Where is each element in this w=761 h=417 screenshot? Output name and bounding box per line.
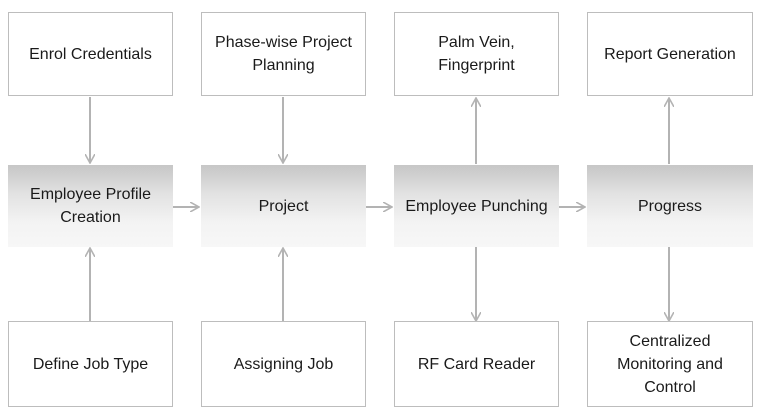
box-label: RF Card Reader: [417, 355, 536, 373]
box-label: Enrol Credentials: [29, 45, 152, 63]
box-project: Project: [201, 165, 366, 247]
box-employee-punching: Employee Punching: [394, 165, 559, 247]
box-label: Project: [258, 197, 309, 215]
box-label: Assigning Job: [233, 355, 334, 373]
box-palm-vein-fingerprint: Palm Vein,Fingerprint: [394, 12, 559, 96]
box-label: Report Generation: [604, 45, 736, 63]
box-progress: Progress: [587, 165, 753, 247]
box-define-job-type: Define Job Type: [8, 321, 173, 407]
box-enrol-credentials: Enrol Credentials: [8, 12, 173, 96]
box-label: Define Job Type: [32, 355, 149, 373]
box-label: Progress: [637, 197, 703, 215]
box-rf-card-reader: RF Card Reader: [394, 321, 559, 407]
box-label: Employee Punching: [405, 197, 548, 215]
box-report-generation: Report Generation: [587, 12, 753, 96]
box-assigning-job: Assigning Job: [201, 321, 366, 407]
box-label: Palm Vein,Fingerprint: [438, 34, 515, 74]
